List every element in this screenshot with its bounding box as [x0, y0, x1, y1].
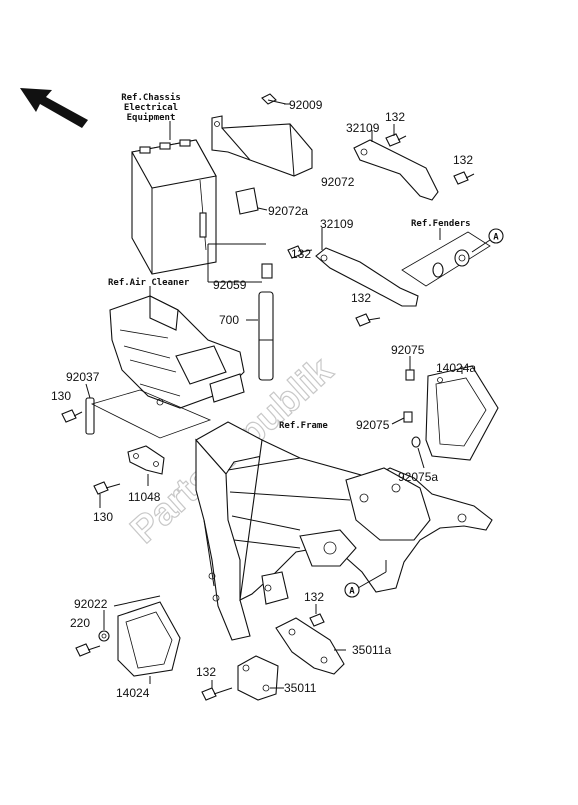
- bracket-35011-drawing: [237, 655, 279, 701]
- part-label-92072: 92072: [321, 175, 355, 189]
- strap-32109-lower-drawing: [315, 247, 419, 307]
- part-label-132-d: 132: [351, 291, 371, 305]
- ref-chassis-label: Ref.Chassis: [121, 92, 181, 103]
- washer-92022-drawing: [98, 630, 110, 642]
- callout-a-top: A: [471, 228, 504, 253]
- part-label-35011: 35011: [284, 681, 317, 695]
- callout-a-top-label: A: [493, 233, 499, 243]
- front-direction-arrow-icon: [20, 88, 88, 128]
- part-label-32109-b: 32109: [320, 217, 354, 231]
- part-label-92059: 92059: [213, 278, 247, 292]
- part-label-132-a: 132: [385, 110, 405, 124]
- part-label-132-b: 132: [453, 153, 473, 167]
- bolt-132-b-drawing: [453, 171, 475, 185]
- bolt-130-a-drawing: [61, 409, 83, 423]
- part-label-92075-b: 92075: [356, 418, 390, 432]
- ref-frame-label: Ref.Frame: [279, 421, 328, 431]
- bolt-130-b-drawing: [93, 481, 121, 495]
- battery-drawing: [131, 139, 217, 275]
- part-label-14024: 14024: [116, 686, 150, 700]
- clip-92075-b-drawing: [403, 411, 413, 423]
- part-label-132-c: 132: [291, 247, 311, 261]
- part-label-700: 700: [219, 313, 239, 327]
- cover-14024-drawing: [117, 601, 181, 677]
- ref-equipment-label: Equipment: [127, 112, 176, 123]
- part-label-92009: 92009: [289, 98, 323, 112]
- part-label-92022: 92022: [74, 597, 108, 611]
- part-label-130-a: 130: [51, 389, 71, 403]
- air-cleaner-ref-box: [90, 389, 212, 439]
- grommet-92075a-drawing: [411, 436, 421, 448]
- part-label-220: 220: [70, 616, 90, 630]
- frame-drawing: [195, 421, 493, 641]
- bolt-132-d-drawing: [355, 313, 381, 327]
- plate-11048-drawing: [127, 445, 165, 475]
- bracket-14024a-drawing: [425, 365, 499, 461]
- plate-92072a-drawing: [235, 187, 259, 215]
- ref-air-cleaner-label: Ref.Air Cleaner: [108, 277, 190, 288]
- part-label-92037: 92037: [66, 370, 100, 384]
- strap-32109-upper-drawing: [353, 139, 439, 201]
- bolt-132-e-drawing: [309, 604, 325, 627]
- bolt-92009-drawing: [261, 93, 287, 105]
- part-label-132-f: 132: [196, 665, 216, 679]
- callout-a-bottom-label: A: [349, 587, 355, 597]
- clip-92075-a-drawing: [405, 369, 415, 381]
- breather-hose-drawing: [258, 263, 274, 381]
- bolt-132-f-drawing: [201, 687, 233, 701]
- callout-a-bottom: A: [344, 560, 387, 598]
- air-cleaner-housing-drawing: [109, 295, 245, 409]
- bolt-132-c-drawing: [287, 245, 313, 259]
- part-label-32109-a: 32109: [346, 121, 380, 135]
- ref-fenders-label: Ref.Fenders: [411, 219, 471, 229]
- part-label-14024a: 14024a: [436, 361, 476, 375]
- part-label-11048: 11048: [128, 490, 161, 504]
- part-label-132-e: 132: [304, 590, 324, 604]
- bolt-132-a-drawing: [385, 133, 407, 147]
- part-label-130-b: 130: [93, 510, 113, 524]
- part-label-92075a: 92075a: [398, 470, 438, 484]
- bracket-35011a-drawing: [275, 617, 345, 675]
- battery-bracket-drawing: [211, 115, 313, 177]
- fender-ref-box: [401, 228, 491, 287]
- bolt-220-drawing: [75, 643, 101, 657]
- part-label-92075-a: 92075: [391, 343, 425, 357]
- ref-electrical-label: Electrical: [124, 102, 178, 113]
- part-label-92072a: 92072a: [268, 204, 308, 218]
- part-label-35011a: 35011a: [352, 643, 391, 657]
